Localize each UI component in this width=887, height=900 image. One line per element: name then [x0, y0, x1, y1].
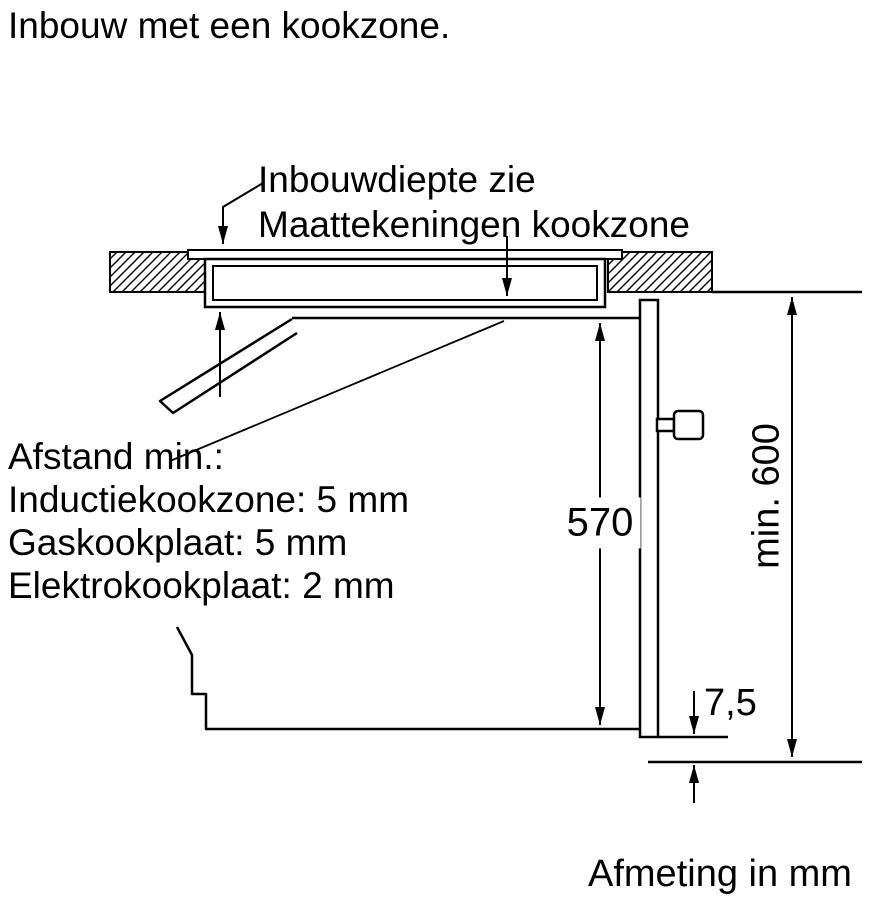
oven-left-angled-wall	[158, 317, 298, 415]
cooktop-tub-inner	[212, 265, 598, 301]
callout-arrow-cooktop-edge	[218, 182, 264, 244]
clearance-electric: Elektrokookplaat: 2 mm	[8, 565, 395, 606]
dimension-label-niche-height: min. 600	[745, 423, 788, 569]
dimension-label-oven-height: 570	[559, 497, 641, 549]
clearance-leader-line	[169, 320, 505, 462]
units-note: Afmeting in mm	[588, 853, 852, 895]
clearance-gas: Gaskookplaat: 5 mm	[8, 522, 348, 563]
oven-plinth-step	[175, 626, 208, 729]
callout-line-2: Maattekeningen kookzone	[258, 204, 690, 245]
countertop-hatch-right	[607, 251, 713, 293]
oven-front-panel	[638, 298, 660, 739]
cooktop-depth-callout: Inbouwdiepte zie Maattekeningen kookzone	[258, 157, 690, 247]
dimension-label-bottom-gap: 7,5	[704, 682, 757, 724]
oven-knob	[672, 409, 705, 441]
oven-knob-stem	[655, 417, 676, 433]
clearance-induction: Inductiekookzone: 5 mm	[8, 479, 410, 520]
page-title: Inbouw met een kookzone.	[8, 5, 451, 46]
clearance-note: Afstand min.: Inductiekookzone: 5 mm Gas…	[8, 435, 409, 607]
clearance-heading: Afstand min.:	[8, 436, 224, 477]
cooktop-lip	[187, 249, 623, 260]
callout-line-1: Inbouwdiepte zie	[258, 159, 536, 200]
